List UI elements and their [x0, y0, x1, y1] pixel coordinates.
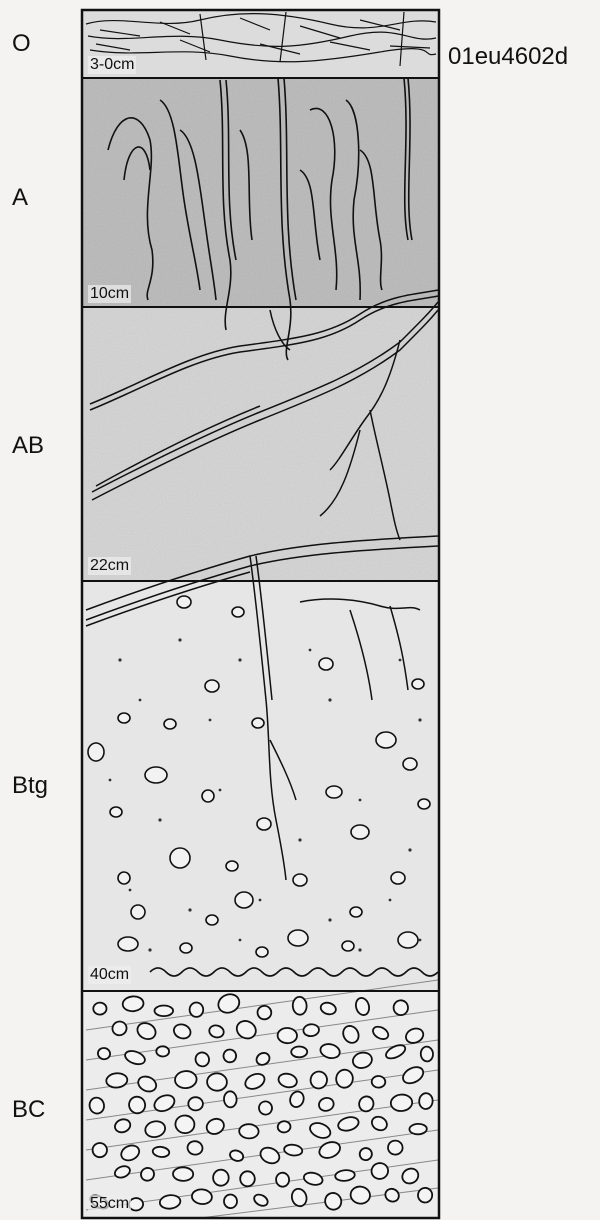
bc-stone: [223, 1194, 238, 1209]
bc-stone: [276, 1172, 290, 1187]
bc-stone: [239, 1124, 259, 1139]
bc-stone: [372, 1076, 386, 1088]
depth-label-bc: 55cm: [88, 1195, 131, 1213]
depth-label-o: 3-0cm: [88, 56, 136, 74]
bc-stone: [303, 1024, 320, 1037]
bc-stone: [213, 1169, 229, 1186]
horizon-label-a: A: [12, 184, 28, 212]
horizon-label-bc: BC: [12, 1096, 45, 1124]
bc-stone: [207, 1073, 228, 1091]
horizon-label-btg: Btg: [12, 772, 48, 800]
bc-stone: [173, 1167, 193, 1181]
bc-stone: [292, 997, 307, 1015]
bc-stone: [420, 1046, 433, 1062]
bc-stone: [188, 1097, 203, 1110]
bc-stone: [93, 1002, 107, 1015]
depth-label-btg: 40cm: [88, 966, 131, 984]
bc-stone: [409, 1124, 427, 1135]
bc-stone: [191, 1189, 212, 1205]
bc-stone: [417, 1187, 433, 1203]
bc-stone: [388, 1140, 403, 1155]
bc-stone: [156, 1046, 169, 1057]
bc-stone: [277, 1028, 297, 1044]
depth-label-ab: 22cm: [88, 557, 131, 575]
bc-stone: [155, 1006, 174, 1017]
bc-stone: [419, 1093, 434, 1110]
horizon-label-o: O: [12, 30, 31, 58]
bc-stone: [240, 1171, 256, 1187]
bc-stone: [189, 1002, 203, 1017]
bc-stone: [291, 1046, 307, 1057]
depth-label-a: 10cm: [88, 285, 131, 303]
bc-stone: [393, 1000, 409, 1016]
bc-stone: [92, 1143, 107, 1158]
bc-stone: [224, 1091, 237, 1108]
bc-stone: [257, 1006, 271, 1020]
horizon-label-ab: AB: [12, 432, 44, 460]
bc-stone: [174, 1070, 197, 1089]
bc-stone: [277, 1120, 291, 1133]
profile-code-label: 01eu4602d: [448, 43, 568, 71]
